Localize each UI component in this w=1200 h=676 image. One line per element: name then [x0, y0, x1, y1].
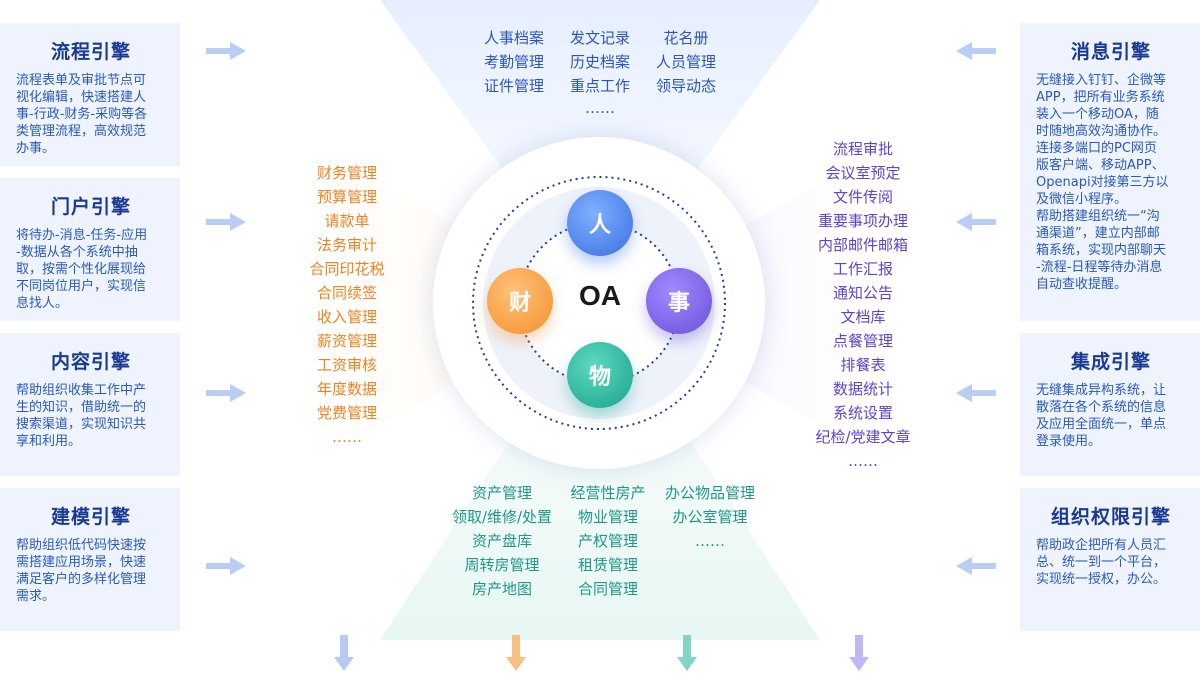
bottom-quadrant-wedge	[380, 303, 820, 640]
engine-card-flow: 流程引擎 流程表单及审批节点可视化编辑，快速搭建人事-行政-财务-采购等各类管理…	[0, 23, 180, 166]
right-quadrant-wedge	[600, 120, 940, 490]
engine-card-integration: 集成引擎 无缝集成异构系统，让散落在各个系统的信息及应用全面统一，单点登录使用。	[1020, 333, 1200, 476]
engine-card-content: 内容引擎 帮助组织收集工作中产生的知识，借助统一的搜索渠道，实现知识共享和利用。	[0, 333, 180, 476]
left-quadrant-wedge	[260, 120, 600, 490]
arrow-left-icon	[956, 42, 996, 60]
engine-title: 内容引擎	[50, 351, 131, 373]
arrow-left-icon	[956, 384, 996, 402]
engine-desc: 将待办-消息-任务-应用-数据从各个系统中抽取，按需个性化展现给不同岗位用户，实…	[16, 228, 148, 311]
top-item: 考勤管理	[483, 53, 544, 71]
top-item: ……	[585, 99, 615, 117]
orb-shi: 事	[646, 268, 712, 334]
top-item: 证件管理	[483, 77, 544, 95]
arrow-down-icon	[506, 635, 526, 671]
arrow-down-icon	[849, 635, 869, 671]
arrow-left-icon	[956, 557, 996, 575]
orb-cai: 财	[487, 268, 553, 334]
bottom-items-col3: 办公物品管理办公室管理……	[664, 484, 755, 550]
top-item: 花名册	[663, 29, 709, 47]
engine-card-modeling: 建模引擎 帮助组织低代码快速按需搭建应用场景，快速满足客户的多样化管理需求。	[0, 488, 180, 631]
engine-title: 流程引擎	[50, 41, 131, 63]
engine-card-portal: 门户引擎 将待办-消息-任务-应用-数据从各个系统中抽取，按需个性化展现给不同岗…	[0, 178, 180, 321]
bottom-items-col1: 资产管理领取/维修/处置资产盘库周转房管理房产地图	[451, 484, 553, 598]
bottom-items-col2: 经营性房产物业管理产权管理租赁管理合同管理	[570, 484, 646, 598]
arrow-right-icon	[206, 213, 246, 231]
orb-wu: 物	[567, 342, 633, 408]
arrow-left-icon	[956, 213, 996, 231]
arrow-right-icon	[206, 384, 246, 402]
top-item: 人事档案	[483, 29, 544, 47]
right-items: 流程审批会议室预定文件传阅重要事项办理内部邮件邮箱工作汇报通知公告文档库点餐管理…	[815, 140, 911, 470]
oa-title: OA	[579, 280, 621, 311]
engine-title: 消息引擎	[1070, 41, 1151, 63]
center-rings	[472, 176, 726, 430]
top-items-col2: 发文记录 历史档案 重点工作 ……	[556, 26, 644, 118]
arrow-right-icon	[206, 42, 246, 60]
engine-desc: 帮助组织低代码快速按需搭建应用场景，快速满足客户的多样化管理需求。	[16, 538, 147, 604]
engine-title: 建模引擎	[50, 506, 131, 528]
arrow-down-icon	[334, 635, 354, 671]
top-item: 重点工作	[569, 77, 630, 95]
engine-desc: 流程表单及审批节点可视化编辑，快速搭建人事-行政-财务-采购等各类管理流程，高效…	[16, 73, 148, 156]
top-item: 人员管理	[655, 53, 716, 71]
top-items-col3: 花名册 人员管理 领导动态	[642, 26, 730, 98]
orb-ren: 人	[567, 190, 633, 256]
engine-title: 集成引擎	[1070, 351, 1151, 373]
engine-desc: 帮助政企把所有人员汇总、统一到一个平台，实现统一授权，办公。	[1036, 538, 1167, 587]
arrow-right-icon	[206, 557, 246, 575]
engine-title: 门户引擎	[50, 196, 131, 218]
top-item: 历史档案	[569, 53, 630, 71]
engine-desc: 无缝集成异构系统，让散落在各个系统的信息及应用全面统一，单点登录使用。	[1036, 383, 1167, 449]
top-item: 发文记录	[569, 29, 630, 47]
engine-card-permission: 组织权限引擎 帮助政企把所有人员汇总、统一到一个平台，实现统一授权，办公。	[1020, 488, 1200, 631]
engine-desc: 帮助组织收集工作中产生的知识，借助统一的搜索渠道，实现知识共享和利用。	[16, 383, 147, 449]
engine-title: 组织权限引擎	[1050, 506, 1171, 528]
left-items: 财务管理预算管理请款单法务审计合同印花税合同续签收入管理薪资管理工资审核年度数据…	[309, 164, 385, 446]
top-item: 领导动态	[655, 77, 716, 95]
arrow-down-icon	[677, 635, 697, 671]
top-items-col1: 人事档案 考勤管理 证件管理	[470, 26, 558, 98]
